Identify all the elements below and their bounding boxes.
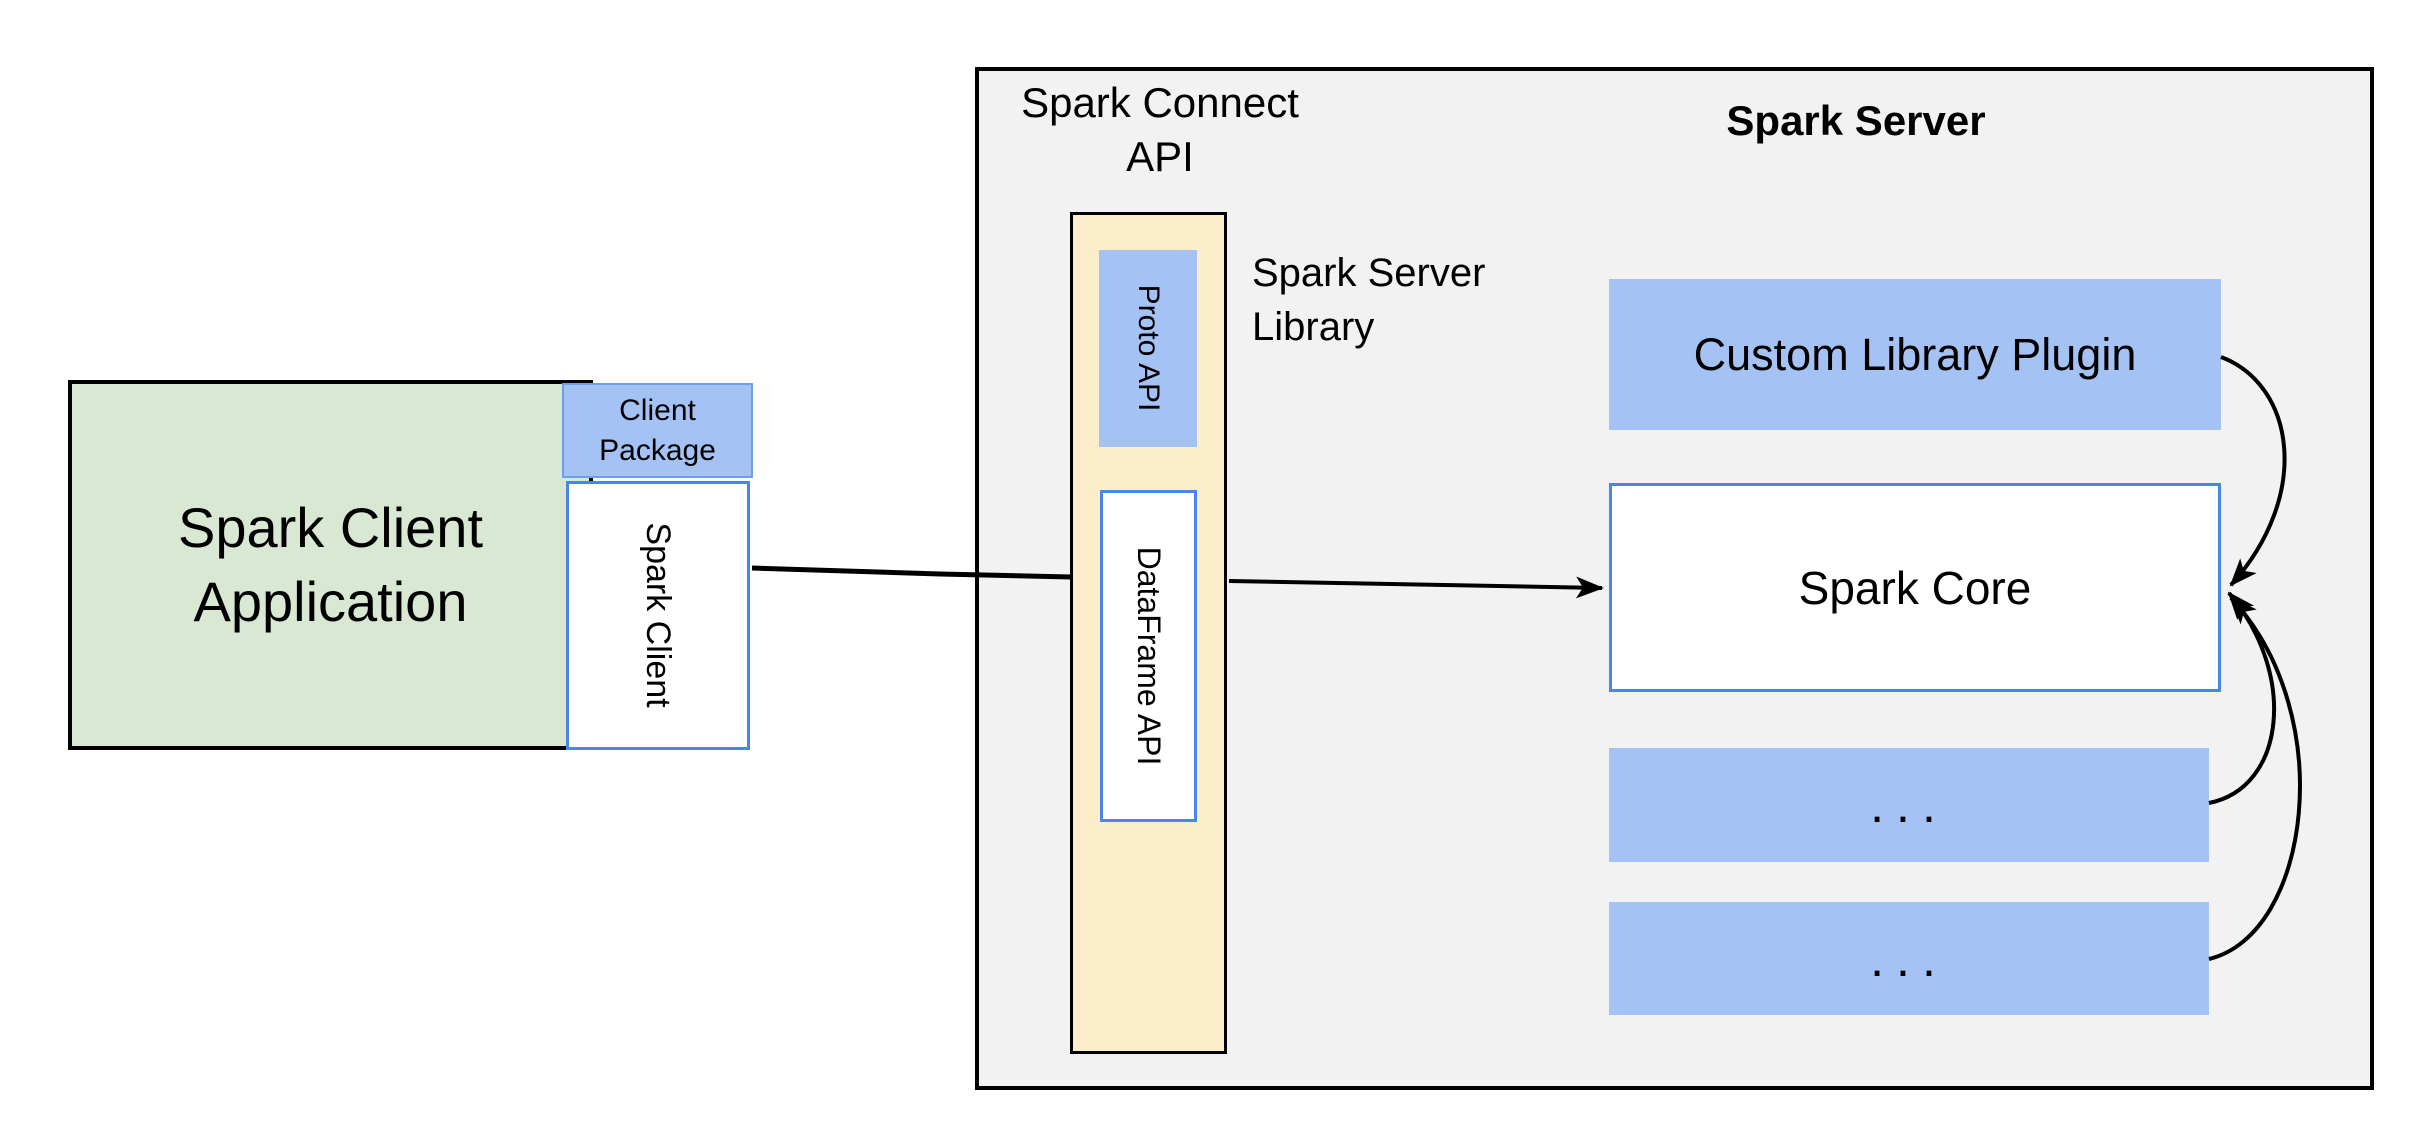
spark-client-box (566, 481, 750, 750)
proto-api-label: Proto API (1132, 284, 1165, 412)
spark-core-box: Spark Core (1609, 483, 2221, 692)
spark-server-library-label: Spark Server Library (1252, 251, 1486, 349)
proto-api-box (1099, 250, 1197, 447)
other-plugin-box-2: ... (1609, 902, 2209, 1015)
dataframe-api-box (1100, 490, 1197, 822)
custom-library-plugin-box: Custom Library Plugin (1609, 279, 2221, 430)
dataframe-api-label: DataFrame API (1131, 546, 1168, 766)
spark-client-label: Spark Client (639, 522, 678, 708)
spark-server-title: Spark Server (1726, 97, 1986, 144)
spark-connect-api-label: Spark Connect API (1021, 79, 1299, 180)
spark-client-application-box: Spark Client Application (68, 380, 593, 750)
client-package-box: Client Package (562, 383, 753, 478)
other-plugin-box-1: ... (1609, 748, 2209, 862)
